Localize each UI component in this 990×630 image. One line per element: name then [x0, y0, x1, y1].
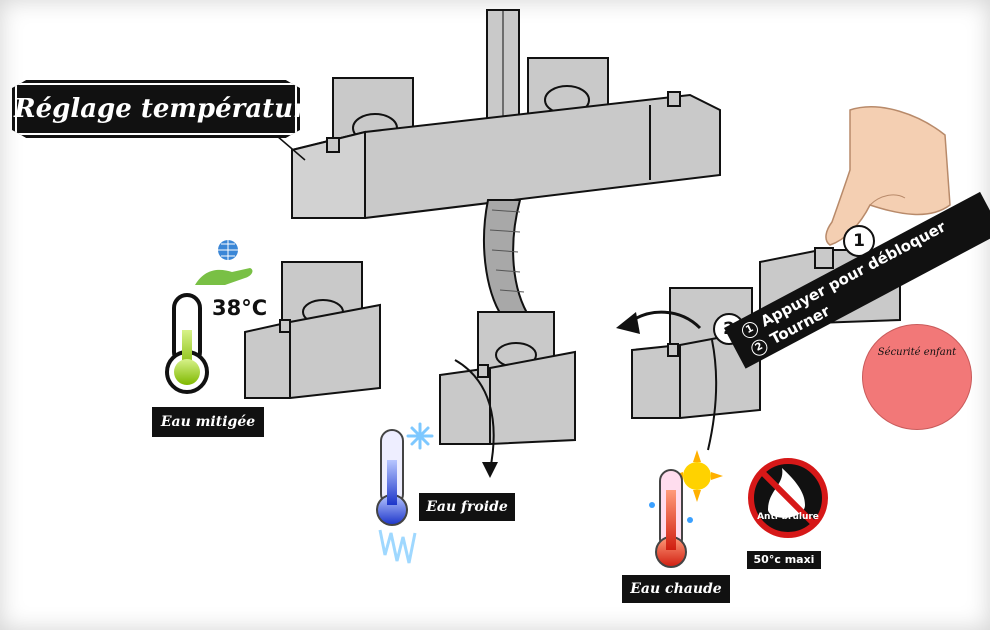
instruction-number-2: 2 — [748, 336, 770, 358]
shower-hose — [484, 200, 530, 320]
snowflake-icon — [408, 424, 432, 448]
mixed-water-valve — [245, 262, 380, 398]
no-fire-icon — [751, 461, 825, 535]
temperature-value: 38°C — [212, 296, 267, 320]
hot-water-label: Eau chaude — [622, 575, 730, 603]
shower-column — [487, 10, 519, 130]
cold-water-label: Eau froide — [419, 493, 515, 521]
mixed-thermometer-icon — [167, 295, 207, 392]
max-temp-label: 50°c maxi — [747, 551, 821, 569]
cold-water-valve — [440, 312, 575, 478]
temperature-setting-label: Réglage température — [12, 80, 300, 138]
anti-scald-text: Anti-brûlure — [752, 512, 824, 522]
eco-globe-hand-icon — [195, 240, 252, 285]
cold-thermometer-icon — [377, 430, 415, 563]
child-safety-badge: Sécurité enfant — [862, 324, 972, 430]
mixed-water-label: Eau mitigée — [152, 407, 264, 437]
child-safety-title: Sécurité enfant — [863, 347, 971, 358]
